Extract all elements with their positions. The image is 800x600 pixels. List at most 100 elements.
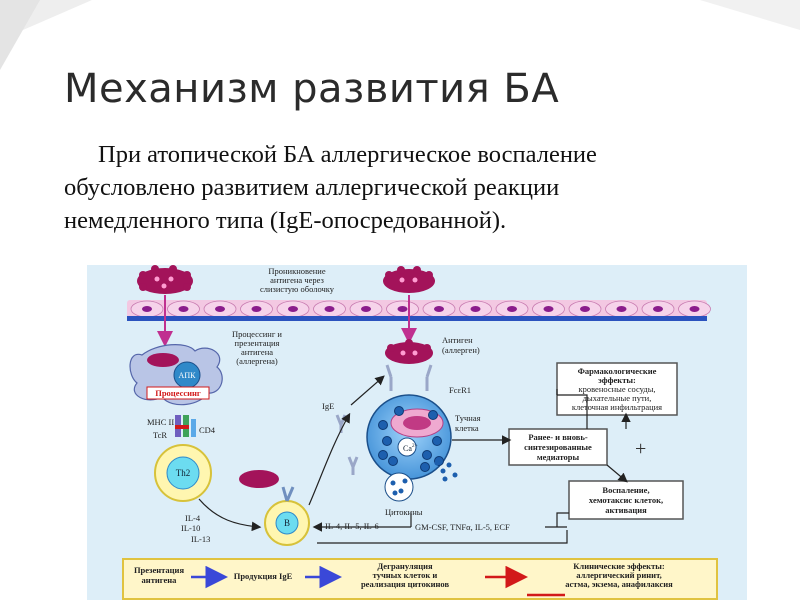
svg-text:активация: активация xyxy=(605,505,647,515)
released-granule xyxy=(440,468,446,474)
pharmacological-effects-box: Фармакологические эффекты: кровеносные с… xyxy=(556,362,678,416)
released-granule xyxy=(446,462,452,468)
bottom-summary-bar: Презентация антигена Продукция IgE Дегра… xyxy=(122,558,718,600)
processing-box-label: Процессинг xyxy=(155,388,201,398)
fce-receptors xyxy=(385,364,433,391)
epithelial-nucleus xyxy=(361,306,371,312)
epithelial-nucleus xyxy=(653,306,663,312)
mast-granule xyxy=(432,436,442,446)
mast-granule xyxy=(378,420,388,430)
released-granule xyxy=(398,488,404,494)
mast-granule xyxy=(378,450,388,460)
epithelial-nucleus xyxy=(215,306,225,312)
epithelial-nucleus xyxy=(178,306,189,312)
epithelial-nucleus xyxy=(288,306,298,312)
processing-label: Процессинг и презентация антигена (аллер… xyxy=(232,329,282,366)
antigen-on-receptor xyxy=(385,339,433,364)
epithelial-nucleus xyxy=(580,306,590,312)
mhc-label: МНС II xyxy=(147,417,174,427)
svg-text:(аллергена): (аллергена) xyxy=(236,356,278,366)
epithelial-nucleus xyxy=(397,306,408,312)
gm-csf-label: GM-CSF, TNFα, IL-5, ECF xyxy=(415,522,510,532)
mast-granule xyxy=(388,456,398,466)
cytokines-label: Цитокины xyxy=(385,507,423,517)
released-granule xyxy=(390,480,396,486)
allergic-mechanism-diagram: Проникновение антигена через слизистую о… xyxy=(87,265,747,600)
bottom-presentation: Презентация xyxy=(134,565,185,575)
ige-label: IgE xyxy=(322,401,334,411)
epithelial-nucleus xyxy=(251,306,262,312)
cd4-label: CD4 xyxy=(199,425,216,435)
th2-label: Th2 xyxy=(176,468,191,478)
mast-cell: Ca2+ xyxy=(366,394,452,480)
released-granule xyxy=(452,472,458,478)
inflammation-box: Воспаление, хемотаксис клеток, активация xyxy=(568,480,684,520)
paragraph-line: обусловлено развитием аллергической реак… xyxy=(64,174,560,201)
paragraph-line: немедленного типа (IgE-опосредованной). xyxy=(64,207,507,234)
antigen-top-left xyxy=(137,265,193,294)
svg-text:тучных клеток и: тучных клеток и xyxy=(373,570,438,580)
epithelial-nucleus xyxy=(470,306,481,312)
svg-text:антигена через: антигена через xyxy=(270,275,324,285)
svg-text:слизистую оболочку: слизистую оболочку xyxy=(260,284,335,294)
il-right-label: IL-4, IL-5, IL-6 xyxy=(325,521,379,531)
svg-text:Процессинг и: Процессинг и xyxy=(232,329,282,339)
svg-text:синтезированные: синтезированные xyxy=(524,442,592,452)
epithelial-nucleus xyxy=(434,306,444,312)
svg-text:хемотаксис клеток,: хемотаксис клеток, xyxy=(589,495,663,505)
svg-text:Ранее- и вновь-: Ранее- и вновь- xyxy=(528,432,587,442)
svg-text:Фармакологические: Фармакологические xyxy=(578,366,657,376)
svg-text:клеточная инфильтрация: клеточная инфильтрация xyxy=(572,402,662,412)
mhc-tcr-complex: МНС II TcR CD4 xyxy=(147,415,216,440)
svg-text:антигена: антигена xyxy=(142,575,178,585)
epithelial-nucleus xyxy=(324,306,335,312)
svg-text:клетка: клетка xyxy=(455,423,479,433)
svg-text:презентация: презентация xyxy=(235,338,280,348)
b-label: B xyxy=(284,518,290,528)
bottom-production: Продукция IgE xyxy=(234,571,293,581)
released-granule xyxy=(402,478,408,484)
svg-text:кровеносные сосуды,: кровеносные сосуды, xyxy=(578,384,655,394)
bottom-connector xyxy=(317,530,568,544)
epithelial-nucleus xyxy=(507,306,517,312)
b-cell: B xyxy=(239,470,310,546)
epithelial-nucleus xyxy=(142,306,152,312)
mast-granule xyxy=(422,450,432,460)
epithelial-nucleus xyxy=(616,306,627,312)
antigen-label: Антиген (аллерген) xyxy=(442,335,480,355)
th2-to-b-arrow xyxy=(198,498,262,532)
svg-text:Антиген: Антиген xyxy=(442,335,473,345)
svg-text:IL-13: IL-13 xyxy=(191,534,210,544)
penetration-label: Проникновение антигена через слизистую о… xyxy=(260,266,335,294)
mast-granule xyxy=(428,410,438,420)
svg-text:Проникновение: Проникновение xyxy=(268,266,325,276)
mast-cell-label: Тучная клетка xyxy=(455,413,481,433)
bottom-degranulation: Дегрануляция xyxy=(377,561,433,571)
mast-granule xyxy=(420,462,430,472)
tcr-label: TcR xyxy=(153,430,167,440)
epithelium-layer xyxy=(127,300,711,321)
apc-label: АПК xyxy=(179,371,197,380)
svg-text:Воспаление,: Воспаление, xyxy=(602,485,649,495)
svg-text:Тучная: Тучная xyxy=(455,413,481,423)
antigen-top-right xyxy=(383,266,435,293)
svg-text:аллергический ринит,: аллергический ринит, xyxy=(576,570,661,580)
plus-sign: + xyxy=(635,438,646,460)
paragraph-line: При атопической БА аллергическое воспале… xyxy=(98,141,597,168)
released-granule xyxy=(434,460,440,466)
epithelial-nucleus xyxy=(689,306,700,312)
released-granules xyxy=(384,460,458,502)
svg-text:астма, экзема, анафилаксия: астма, экзема, анафилаксия xyxy=(565,579,673,589)
il-left-label: IL-4 IL-10 IL-13 xyxy=(181,513,210,544)
basement-membrane xyxy=(127,316,707,321)
ige-to-receptor-arrow xyxy=(350,375,385,406)
mast-granule xyxy=(394,406,404,416)
inflammation-connector xyxy=(556,512,569,527)
released-granule xyxy=(392,490,398,496)
fce-label: FcεR1 xyxy=(449,385,471,395)
svg-text:IL-10: IL-10 xyxy=(181,523,200,533)
b-to-ige-arrow xyxy=(308,412,351,506)
th2-cell: Th2 xyxy=(154,444,212,502)
epithelial-nucleus xyxy=(543,306,554,312)
svg-text:медиаторы: медиаторы xyxy=(537,452,580,462)
